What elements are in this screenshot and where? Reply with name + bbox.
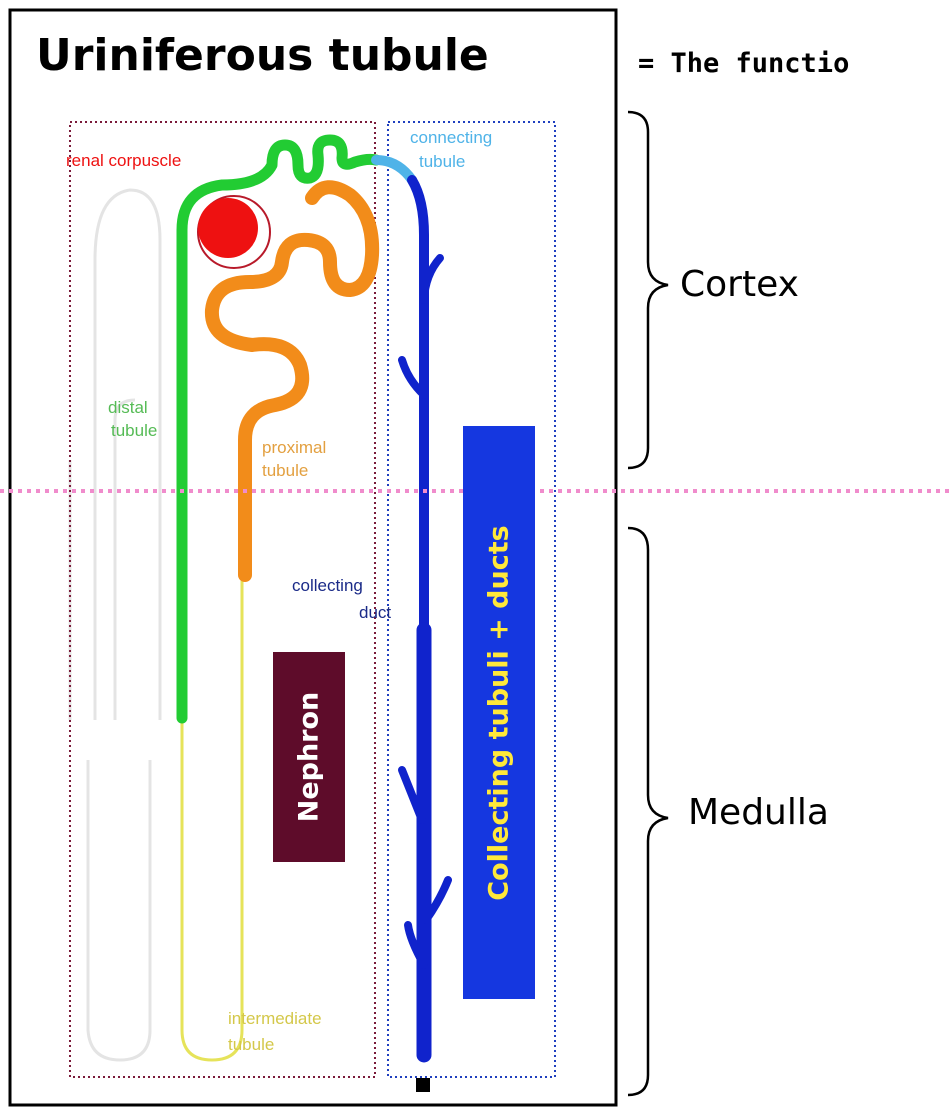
- figure-subtitle: = The functio: [638, 48, 850, 79]
- figure-title: Uriniferous tubule: [36, 30, 489, 81]
- bottom-marker: [416, 1078, 430, 1092]
- figure-frame: [8, 8, 618, 1107]
- cortex-label: Cortex: [680, 264, 799, 305]
- collecting-region-box: [387, 121, 556, 1078]
- connecting-tubule-label-line2: tubule: [419, 152, 466, 171]
- proximal-tubule: [204, 180, 380, 582]
- collecting-duct: [398, 175, 452, 1063]
- intermediate-tubule: [180, 575, 244, 1062]
- renal-corpuscle-label: renal corpuscle: [66, 151, 182, 170]
- medulla-label: Medulla: [688, 792, 829, 833]
- cortex-brace: [627, 110, 669, 470]
- connecting-tubule: [371, 155, 417, 185]
- medulla-brace: [627, 526, 669, 1097]
- distal-tubule: [176, 134, 382, 724]
- proximal-tubule-label-line1: proximal: [262, 438, 327, 457]
- intermediate-tubule-label-line1: intermediate: [228, 1009, 322, 1028]
- distal-tubule-label-line1: distal: [108, 398, 148, 417]
- collecting-label-box: Collecting tubuli + ducts: [463, 426, 535, 999]
- collecting-duct-label-line2: duct: [359, 603, 392, 622]
- distal-tubule-label-line2: tubule: [111, 421, 158, 440]
- glomerulus: [198, 198, 258, 258]
- connecting-tubule-label-line1: connecting: [410, 128, 493, 147]
- nephron-label-box: Nephron: [273, 652, 345, 862]
- nephron-label: Nephron: [293, 691, 325, 823]
- collecting-tubuli-ducts-label: Collecting tubuli + ducts: [483, 524, 515, 901]
- intermediate-tubule-label-line2: tubule: [228, 1035, 275, 1054]
- collecting-duct-label-line1: collecting: [292, 576, 363, 595]
- bowman-capsule: [197, 195, 271, 269]
- proximal-tubule-label-line2: tubule: [262, 461, 309, 480]
- background-tubule-sketch: [68, 188, 162, 1062]
